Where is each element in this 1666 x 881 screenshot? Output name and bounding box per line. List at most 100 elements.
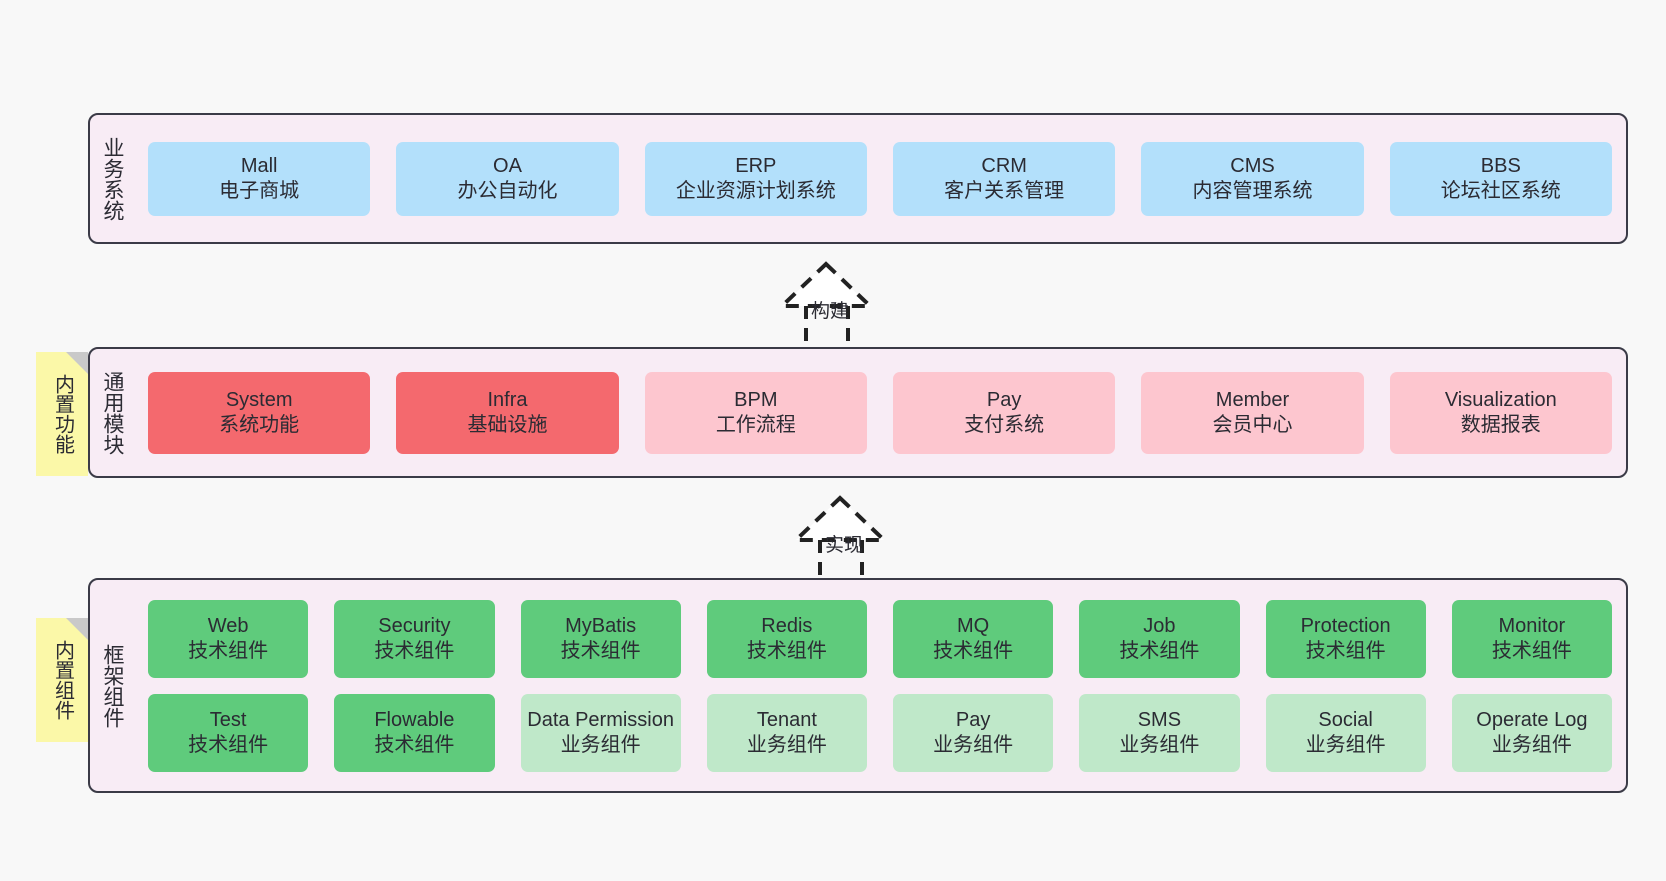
card-social[interactable]: Social 业务组件 (1265, 693, 1426, 772)
connector-implement: 实现 (772, 492, 922, 582)
card-cms[interactable]: CMS 内容管理系统 (1141, 141, 1364, 216)
sticky-note-label: 内置功能 (51, 374, 74, 454)
card-flowable[interactable]: Flowable 技术组件 (334, 693, 495, 772)
generalization-arrow-icon (777, 261, 875, 348)
card-title-en: ERP (735, 155, 777, 178)
card-visualization[interactable]: Visualization 数据报表 (1389, 371, 1612, 454)
connector-build: 构建 (758, 258, 908, 348)
card-title-en: Social (1318, 709, 1373, 732)
card-title-en: Data Permission (527, 709, 674, 732)
card-title-en: Job (1143, 615, 1176, 638)
card-title-cn: 业务组件 (933, 733, 1014, 756)
card-system[interactable]: System 系统功能 (148, 371, 371, 454)
card-title-cn: 技术组件 (1119, 639, 1200, 662)
card-crm[interactable]: CRM 客户关系管理 (892, 141, 1116, 216)
card-bbs[interactable]: BBS 论坛社区系统 (1389, 141, 1612, 216)
card-title-en: Mall (240, 155, 278, 178)
framework-business-row: Test 技术组件 Flowable 技术组件 Data Permission … (148, 693, 1612, 772)
layer-body-framework-components: Web 技术组件 Security 技术组件 MyBatis 技术组件 Redi… (134, 580, 1626, 791)
card-title-en: BBS (1480, 155, 1521, 178)
card-tenant[interactable]: Tenant 业务组件 (706, 693, 867, 772)
card-title-en: SMS (1137, 709, 1182, 732)
card-title-en: Security (378, 615, 451, 638)
card-erp[interactable]: ERP 企业资源计划系统 (644, 141, 867, 216)
card-redis[interactable]: Redis 技术组件 (706, 599, 867, 678)
card-title-cn: 论坛社区系统 (1440, 179, 1561, 202)
card-test[interactable]: Test 技术组件 (148, 693, 309, 772)
card-title-en: CRM (981, 155, 1027, 178)
layer-title-framework-components: 框架组件 (101, 643, 125, 728)
card-title-cn: 技术组件 (188, 733, 269, 756)
sticky-fold-corner-icon (66, 618, 88, 640)
card-title-cn: 基础设施 (467, 413, 548, 436)
card-infra[interactable]: Infra 基础设施 (396, 371, 619, 454)
card-title-en: Infra (487, 389, 528, 412)
card-mall[interactable]: Mall 电子商城 (148, 141, 371, 216)
card-title-cn: 工作流程 (715, 413, 796, 436)
card-title-cn: 技术组件 (933, 639, 1014, 662)
card-title-en: MyBatis (565, 615, 637, 638)
card-title-cn: 系统功能 (219, 413, 300, 436)
layer-common-modules: 通用模块 System 系统功能 Infra 基础设施 BPM 工作流程 Pay… (88, 347, 1628, 478)
card-title-en: Tenant (756, 709, 817, 732)
card-web[interactable]: Web 技术组件 (148, 599, 309, 678)
card-title-en: BPM (734, 389, 778, 412)
card-security[interactable]: Security 技术组件 (334, 599, 495, 678)
card-title-en: OA (493, 155, 522, 178)
common-modules-row: System 系统功能 Infra 基础设施 BPM 工作流程 Pay 支付系统… (148, 371, 1612, 454)
card-title-en: Member (1215, 389, 1290, 412)
sticky-note-builtin-components: 内置组件 (36, 618, 88, 742)
card-title-cn: 业务组件 (1491, 733, 1572, 756)
card-title-cn: 业务组件 (1305, 733, 1386, 756)
generalization-arrow-icon (791, 495, 889, 582)
card-job[interactable]: Job 技术组件 (1079, 599, 1240, 678)
card-title-cn: 技术组件 (560, 639, 641, 662)
card-mybatis[interactable]: MyBatis 技术组件 (520, 599, 681, 678)
sticky-fold-corner-icon (66, 352, 88, 374)
layer-business-systems: 业务系统 Mall 电子商城 OA 办公自动化 ERP 企业资源计划系统 CRM… (88, 113, 1628, 244)
card-title-cn: 客户关系管理 (944, 179, 1065, 202)
card-title-cn: 业务组件 (1119, 733, 1200, 756)
card-title-cn: 技术组件 (1491, 639, 1572, 662)
card-title-en: Redis (761, 615, 813, 638)
card-title-en: Monitor (1498, 615, 1566, 638)
layer-body-business-systems: Mall 电子商城 OA 办公自动化 ERP 企业资源计划系统 CRM 客户关系… (134, 115, 1626, 242)
card-pay-module[interactable]: Pay 支付系统 (892, 371, 1116, 454)
card-title-cn: 企业资源计划系统 (675, 179, 836, 202)
framework-tech-row: Web 技术组件 Security 技术组件 MyBatis 技术组件 Redi… (148, 599, 1612, 678)
layer-framework-components: 框架组件 Web 技术组件 Security 技术组件 MyBatis 技术组件… (88, 578, 1628, 793)
sticky-note-builtin-features: 内置功能 (36, 352, 88, 476)
card-title-cn: 业务组件 (560, 733, 641, 756)
card-operate-log[interactable]: Operate Log 业务组件 (1451, 693, 1612, 772)
card-title-cn: 技术组件 (374, 733, 455, 756)
card-bpm[interactable]: BPM 工作流程 (644, 371, 867, 454)
business-systems-row: Mall 电子商城 OA 办公自动化 ERP 企业资源计划系统 CRM 客户关系… (148, 141, 1612, 216)
card-monitor[interactable]: Monitor 技术组件 (1451, 599, 1612, 678)
card-title-cn: 电子商城 (219, 179, 300, 202)
connector-label-build: 构建 (811, 301, 850, 322)
card-title-cn: 业务组件 (746, 733, 827, 756)
card-title-cn: 支付系统 (964, 413, 1045, 436)
card-oa[interactable]: OA 办公自动化 (396, 141, 619, 216)
layer-title-business-systems: 业务系统 (101, 136, 125, 221)
card-pay-component[interactable]: Pay 业务组件 (893, 693, 1054, 772)
card-title-en: Pay (955, 709, 991, 732)
card-mq[interactable]: MQ 技术组件 (893, 599, 1054, 678)
card-title-cn: 会员中心 (1212, 413, 1293, 436)
card-title-en: Test (209, 709, 247, 732)
connector-label-implement: 实现 (825, 535, 864, 556)
card-protection[interactable]: Protection 技术组件 (1265, 599, 1426, 678)
card-title-cn: 数据报表 (1460, 413, 1541, 436)
card-data-permission[interactable]: Data Permission 业务组件 (520, 693, 681, 772)
sticky-note-label: 内置组件 (51, 640, 74, 720)
card-title-en: MQ (957, 615, 990, 638)
card-sms[interactable]: SMS 业务组件 (1079, 693, 1240, 772)
card-member[interactable]: Member 会员中心 (1141, 371, 1364, 454)
card-title-en: Web (207, 615, 249, 638)
card-title-cn: 技术组件 (1305, 639, 1386, 662)
layer-title-common-modules: 通用模块 (101, 370, 125, 455)
card-title-cn: 内容管理系统 (1192, 179, 1313, 202)
card-title-en: CMS (1230, 155, 1275, 178)
card-title-en: Protection (1300, 615, 1391, 638)
